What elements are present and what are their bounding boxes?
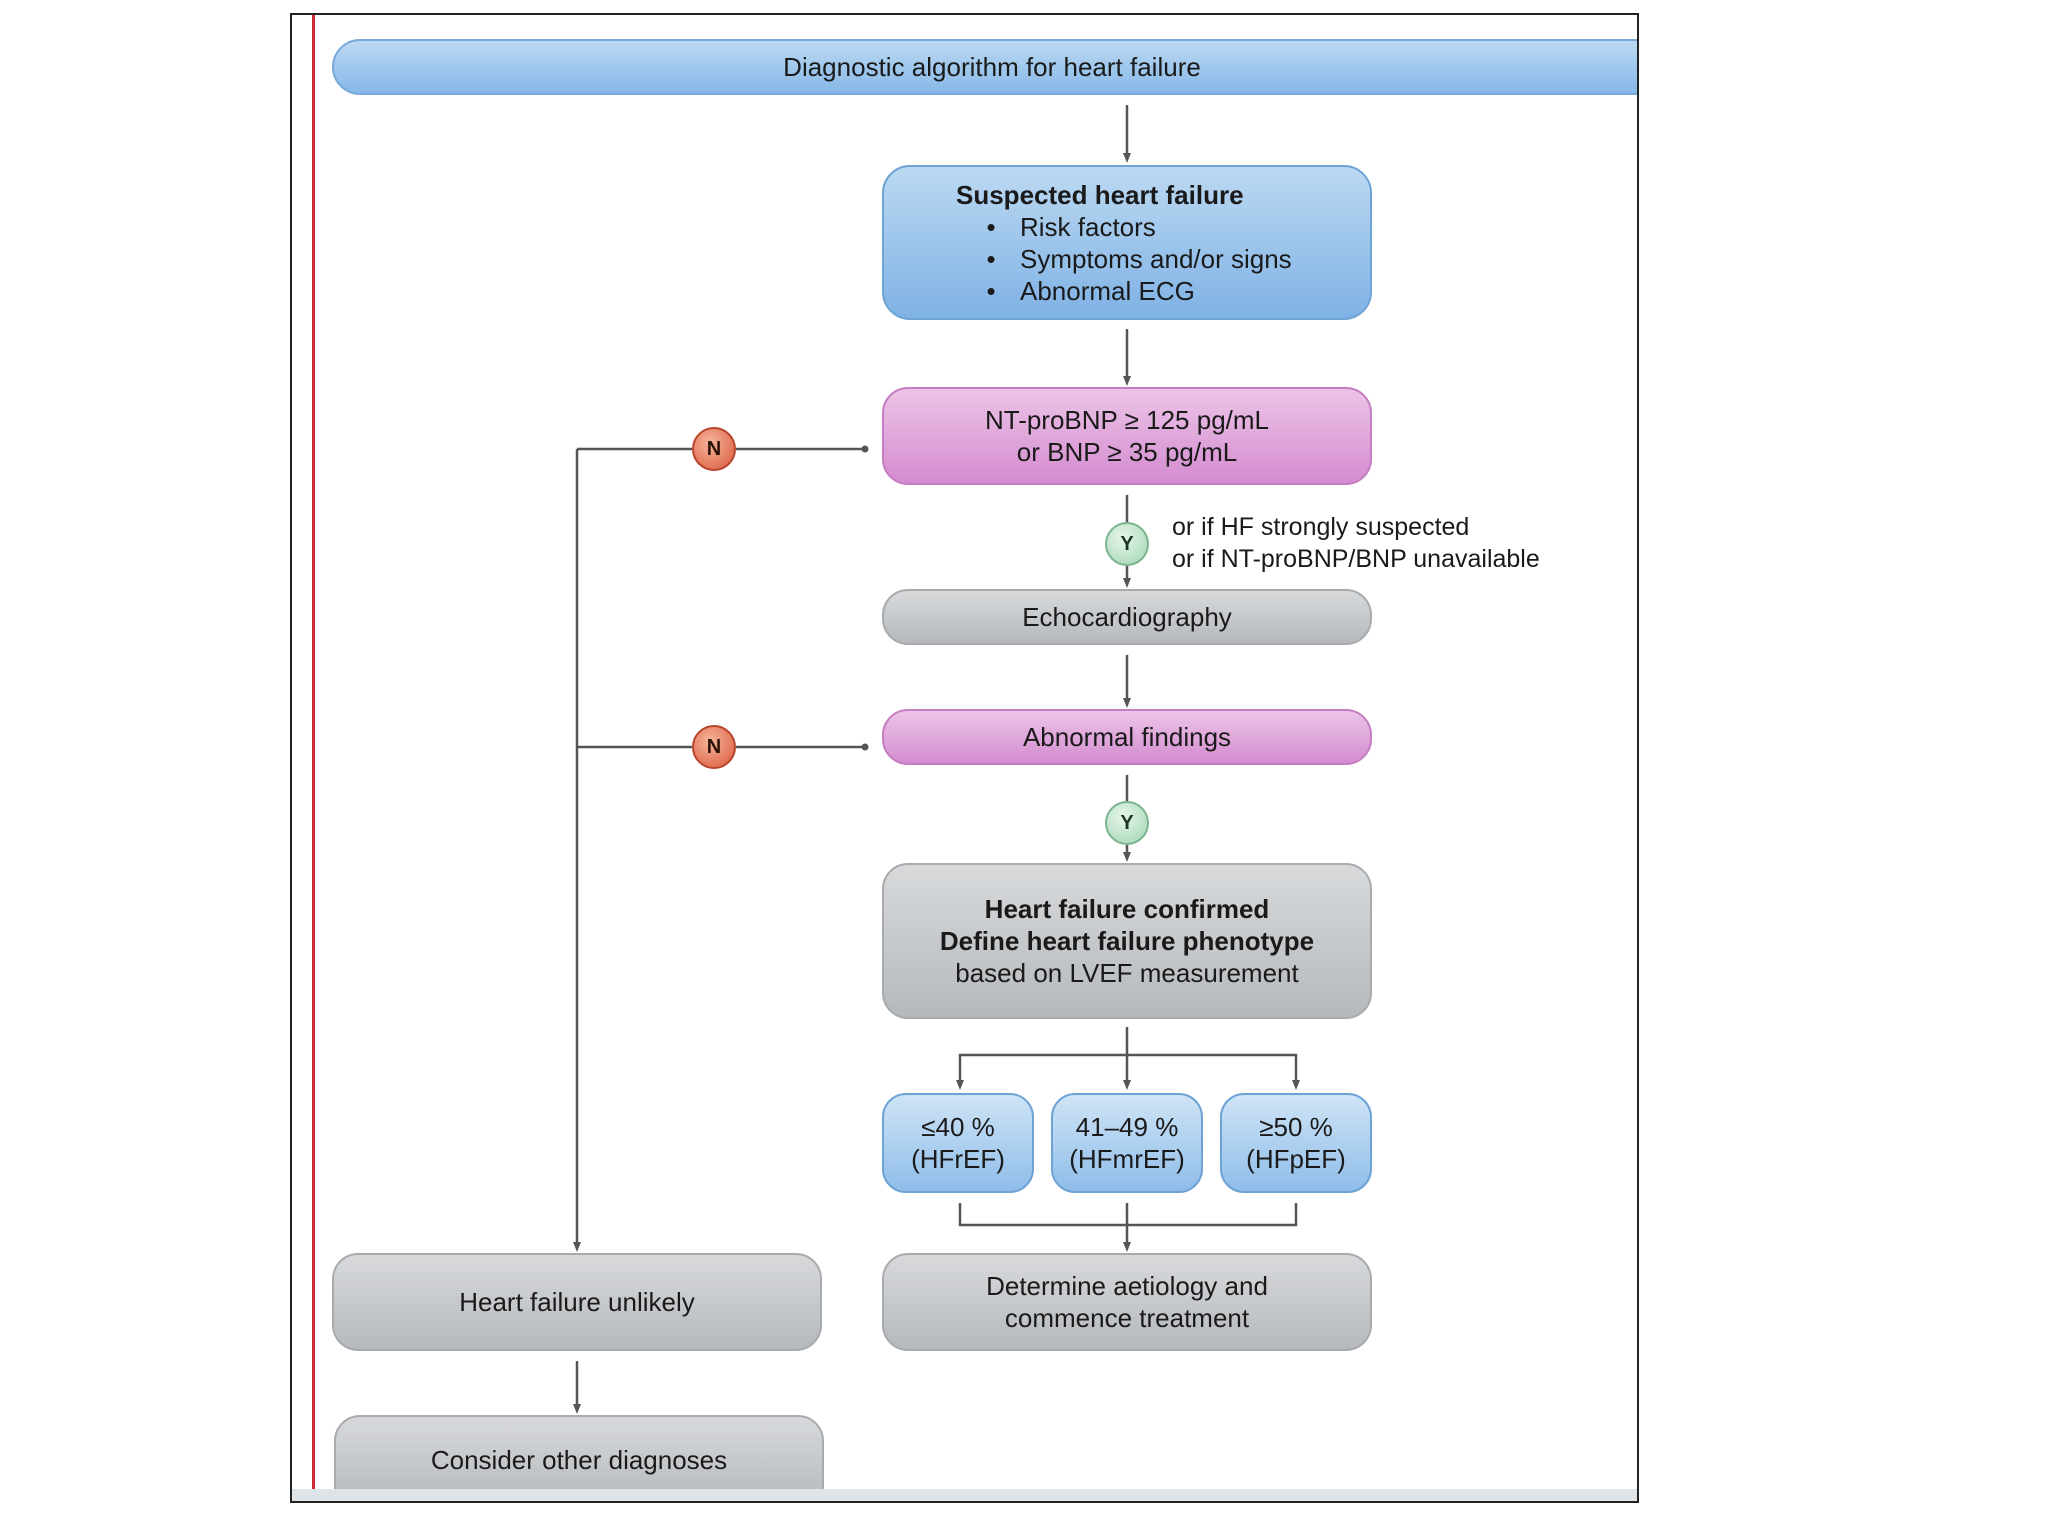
yes-badge: Y xyxy=(1105,522,1149,566)
suspected-item-text: Abnormal ECG xyxy=(1020,275,1195,306)
natriuretic-line-1: NT-proBNP ≥ 125 pg/mL xyxy=(984,405,1270,435)
phenotype-label: (HFrEF) xyxy=(911,1144,1005,1174)
aetiology-treatment-box: Determine aetiology and commence treatme… xyxy=(882,1253,1372,1351)
suspected-item-text: Symptoms and/or signs xyxy=(1020,243,1292,274)
abnormal-findings-box: Abnormal findings xyxy=(882,709,1372,765)
confirmed-line-2: Define heart failure phenotype xyxy=(939,926,1315,956)
suspected-heading: Suspected heart failure xyxy=(956,179,1244,210)
left-accent-rule xyxy=(312,15,315,1501)
echocardiography-label: Echocardiography xyxy=(1022,602,1232,632)
other-diagnoses-label: Consider other diagnoses xyxy=(430,1445,728,1475)
suspected-item-ecg: • Abnormal ECG xyxy=(962,275,1195,307)
connector-split-right xyxy=(1127,1053,1300,1090)
suspected-heart-failure-box: Suspected heart failure • Risk factors •… xyxy=(882,165,1372,320)
slide-frame: Diagnostic algorithm for heart failure S… xyxy=(290,13,1639,1503)
other-diagnoses-box: Consider other diagnoses xyxy=(334,1415,824,1501)
no-badge: N xyxy=(692,427,736,471)
bullet-icon: • xyxy=(986,211,996,242)
unlikely-label: Heart failure unlikely xyxy=(459,1287,695,1317)
heart-failure-unlikely-box: Heart failure unlikely xyxy=(332,1253,822,1351)
condition-note-line-2: or if NT-proBNP/BNP unavailable xyxy=(1172,545,1540,573)
condition-note: or if HF strongly suspected or if NT-pro… xyxy=(1172,511,1540,575)
suspected-item-text: Risk factors xyxy=(1020,211,1156,242)
yes-badge: Y xyxy=(1105,801,1149,845)
phenotype-label: (HFpEF) xyxy=(1246,1144,1346,1174)
phenotype-hfref-box: ≤40 % (HFrEF) xyxy=(882,1093,1034,1193)
bullet-icon: • xyxy=(986,275,996,306)
phenotype-hfpef-box: ≥50 % (HFpEF) xyxy=(1220,1093,1372,1193)
phenotype-range: ≤40 % xyxy=(921,1112,995,1142)
phenotype-label: (HFmrEF) xyxy=(1069,1144,1185,1174)
connector-layer xyxy=(573,105,1300,1414)
phenotype-hfmref-box: 41–49 % (HFmrEF) xyxy=(1051,1093,1203,1193)
phenotype-range: 41–49 % xyxy=(1075,1112,1179,1142)
diagram-title: Diagnostic algorithm for heart failure xyxy=(332,39,1637,95)
no-badge: N xyxy=(692,725,736,769)
aetiology-line-2: commence treatment xyxy=(1004,1303,1250,1333)
phenotype-range: ≥50 % xyxy=(1259,1112,1333,1142)
confirmed-line-3: based on LVEF measurement xyxy=(955,958,1299,988)
suspected-item-symptoms: • Symptoms and/or signs xyxy=(962,243,1292,275)
diagram-title-text: Diagnostic algorithm for heart failure xyxy=(783,51,1201,82)
confirmed-line-1: Heart failure confirmed xyxy=(984,894,1270,924)
abnormal-findings-label: Abnormal findings xyxy=(1022,722,1232,752)
connector-dot-n2 xyxy=(861,743,869,751)
bottom-strip xyxy=(292,1489,1637,1501)
natriuretic-line-2: or BNP ≥ 35 pg/mL xyxy=(1016,437,1238,467)
echocardiography-box: Echocardiography xyxy=(882,589,1372,645)
connector-dot-n1 xyxy=(861,445,869,453)
natriuretic-peptide-box: NT-proBNP ≥ 125 pg/mL or BNP ≥ 35 pg/mL xyxy=(882,387,1372,485)
condition-note-line-1: or if HF strongly suspected xyxy=(1172,513,1470,541)
suspected-item-risk-factors: • Risk factors xyxy=(962,211,1156,243)
bullet-icon: • xyxy=(986,243,996,274)
connector-split-left xyxy=(956,1053,1127,1090)
aetiology-line-1: Determine aetiology and xyxy=(986,1271,1268,1301)
heart-failure-confirmed-box: Heart failure confirmed Define heart fai… xyxy=(882,863,1372,1019)
